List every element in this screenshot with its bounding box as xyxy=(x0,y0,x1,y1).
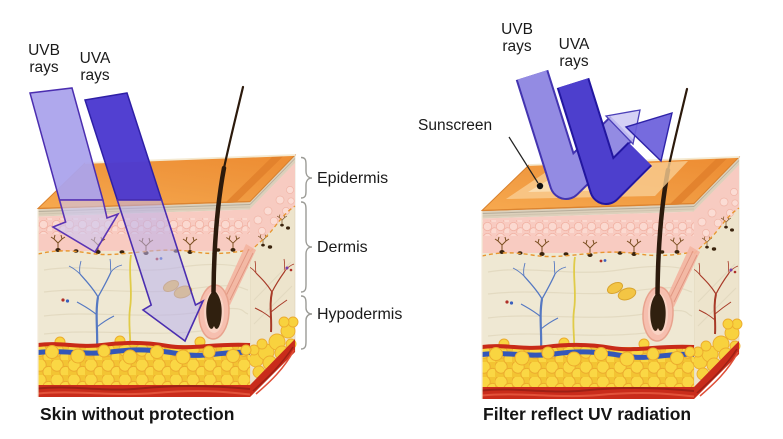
uvb-rays-label-left: UVB rays xyxy=(28,42,60,76)
uvb-ray-arrow-left xyxy=(29,87,120,254)
sunscreen-pointer xyxy=(508,136,544,190)
uva-ray-reflected xyxy=(556,77,673,205)
uva-ray-arrow-left xyxy=(84,92,205,343)
caption-filter-reflect-uv: Filter reflect UV radiation xyxy=(483,404,692,424)
uva-rays-label-right: UVA rays xyxy=(558,36,590,70)
sunscreen-label: Sunscreen xyxy=(418,117,493,134)
layer-braces xyxy=(300,156,313,350)
uva-rays-label-left: UVA rays xyxy=(79,50,111,84)
hypodermis-label: Hypodermis xyxy=(317,306,403,323)
caption-skin-without-protection: Skin without protection xyxy=(40,404,235,424)
dermis-label: Dermis xyxy=(317,239,368,256)
epidermis-label: Epidermis xyxy=(317,170,389,187)
uvb-rays-label-right: UVB rays xyxy=(501,21,533,55)
